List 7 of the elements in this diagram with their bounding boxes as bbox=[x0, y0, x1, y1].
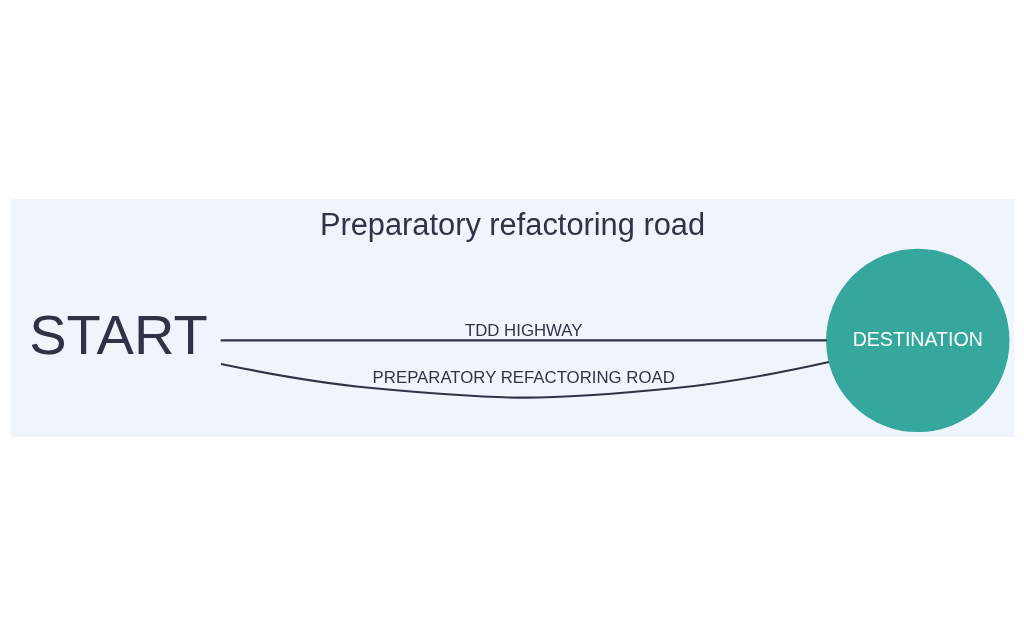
edge-label: PREPARATORY REFACTORING ROAD bbox=[372, 367, 675, 387]
diagram-title: Preparatory refactoring road bbox=[319, 206, 705, 242]
connector bbox=[220, 338, 827, 341]
connector bbox=[220, 360, 829, 399]
node-circle: DESTINATION bbox=[825, 248, 1009, 432]
node-text: START bbox=[28, 302, 208, 366]
edge-label: TDD HIGHWAY bbox=[464, 320, 582, 340]
